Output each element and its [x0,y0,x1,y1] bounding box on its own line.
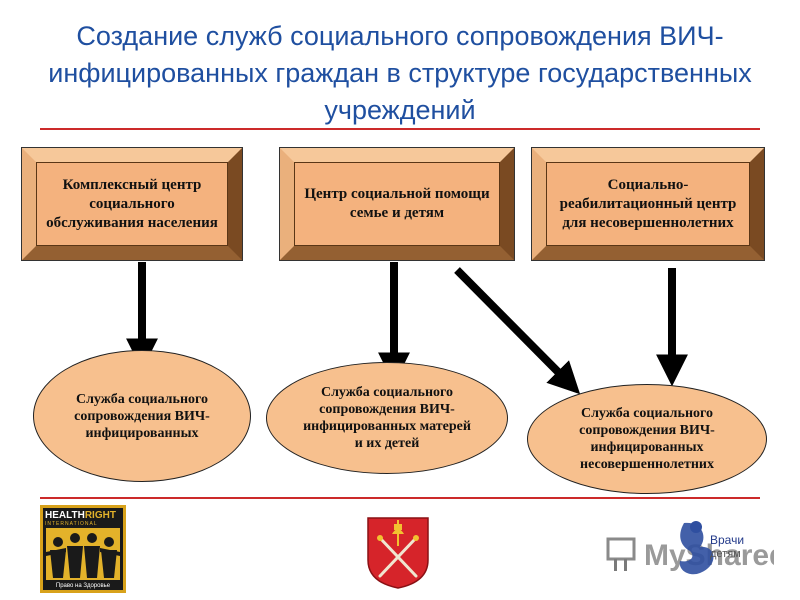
slide-title: Создание служб социального сопровождения… [48,21,752,125]
service-ellipse-mothers-children: Служба социального сопровождения ВИЧ-инф… [266,362,508,474]
logo-word-health: HEALTH [45,510,85,521]
institution-box-rehab-center: Социально-реабилитационный центр для нес… [531,147,765,261]
logo-word-right: RIGHT [84,510,116,521]
coat-of-arms-icon [367,517,429,589]
vrachi-detyam-logo: MyShared [606,521,774,575]
arrow-box2-to-service3 [454,267,581,395]
institution-box-complex-center: Комплексный центр социального обслуживан… [21,147,243,261]
logo-sub: INTERNATIONAL [45,521,98,527]
logo-tagline: Право на Здоровье [55,583,111,589]
institution-box-family-center: Центр социальной помощи семье и детям [279,147,515,261]
service-ellipse-minors: Служба социального сопровождения ВИЧ-инф… [527,384,767,494]
institution-label: Комплексный центр социального обслуживан… [36,162,228,246]
service-label: Служба социального сопровождения ВИЧ-инф… [303,385,471,451]
institution-label: Социально-реабилитационный центр для нес… [546,162,750,246]
bottom-divider [40,497,760,499]
service-label: Служба социального сопровождения ВИЧ-инф… [74,391,210,441]
vd-line1: Врачи [710,533,745,547]
vd-line2: детям [710,548,741,560]
service-ellipse-general: Служба социального сопровождения ВИЧ-инф… [33,350,251,482]
healthright-logo: HEALTHRIGHT INTERNATIONAL Право на Здоро… [40,505,126,593]
top-divider [40,128,760,130]
people-icon [46,528,120,580]
vrachi-detyam-label: Врачи детям [710,533,744,561]
institution-label: Центр социальной помощи семье и детям [294,162,500,246]
service-label: Служба социального сопровождения ВИЧ-инф… [579,406,715,472]
